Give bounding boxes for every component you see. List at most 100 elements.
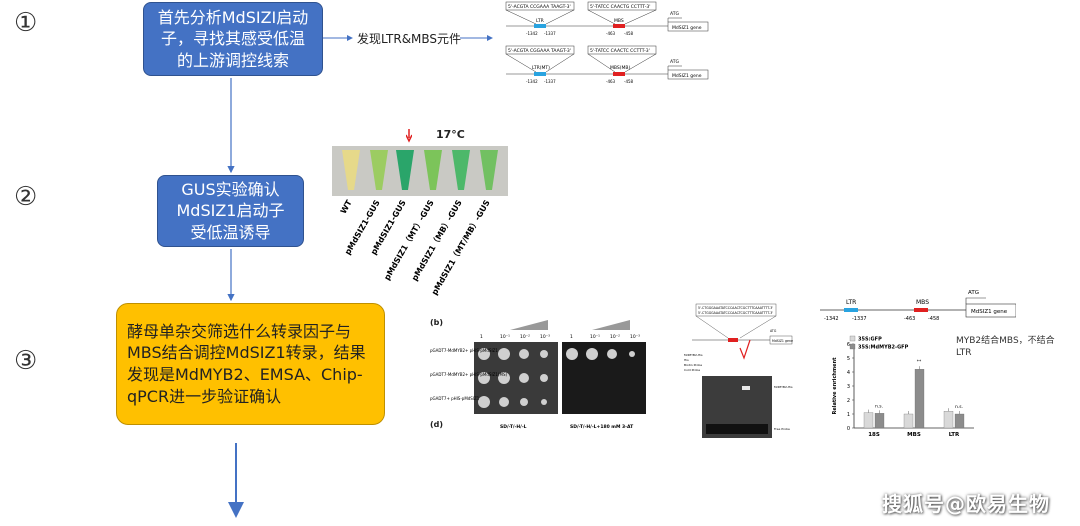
emsa-free-probe: Free Probe — [774, 427, 790, 431]
dil-2a: 10⁻¹ — [500, 334, 510, 340]
arrow-label: 发现LTR&MBS元件 — [357, 32, 462, 46]
row1-atg: ATG — [670, 11, 679, 17]
step-1-box: 首先分析MdSIZI启动子，寻找其感受低温的上游调控线索 — [143, 2, 323, 76]
row2-pos2: -1337 — [544, 79, 556, 84]
dil-2b: 10⁻¹ — [590, 334, 600, 340]
emsa-seq2: 5'-CTGGGAAATATCCCAACTCGCTTTCAAATTTT-3' — [698, 311, 773, 315]
yeast-figure: 1 10⁻¹ 10⁻² 10⁻³ 1 10⁻¹ 10⁻² 10⁻³ pGADT7… — [430, 320, 646, 430]
y-tick-label: 1 — [847, 412, 850, 418]
row1-mbs-label: MBS — [614, 18, 624, 24]
x-tick-label: LTR — [949, 432, 960, 438]
row2-seq-left: 5'-ACGTA CGGAAA TAAGT-3' — [508, 48, 571, 54]
step-number-1: ① — [14, 8, 38, 38]
step-number-2: ② — [14, 182, 38, 212]
dil-4b: 10⁻³ — [630, 334, 640, 340]
emsa-gene: MdSIZ1 gene — [772, 339, 793, 343]
chip-pos3: -463 — [904, 316, 915, 322]
bar-LTR-0 — [943, 411, 954, 429]
row1-pos2: -1337 — [544, 31, 556, 36]
chip-promoter: LTR MBS -1342 -1337 -463 -458 MdSIZ1 gen… — [820, 290, 1016, 322]
emsa-figure: 5'-CTGGGAAATATCCCAACTCGCTTTCAAATTTT-3' 5… — [684, 303, 793, 438]
row1-mbs-mark — [613, 24, 625, 28]
chip-pos2: -1337 — [852, 316, 867, 322]
step-3-box: 酵母单杂交筛选什么转录因子与MBS结合调控MdSIZ1转录，结果发现是MdMYB… — [116, 303, 385, 425]
gus-labels: WT pMdSIZ1-GUS pMdSIZ1-GUS pMdSIZ1（MT）-G… — [339, 198, 492, 296]
row2-pos3: -463 — [606, 79, 616, 84]
chip-ltr-label: LTR — [846, 299, 856, 306]
yeast-media-right: SD/-T/-H/-L+180 mM 3-AT — [570, 424, 634, 430]
tube-5 — [452, 150, 470, 190]
emsa-atg: ATG — [770, 329, 777, 333]
gus-label-6: pMdSIZ1（MT/MB）-GUS — [429, 198, 492, 296]
y-tick-label: 5 — [847, 356, 850, 362]
yeast-media-left: SD/-T/-H/-L — [500, 424, 527, 430]
dil-3a: 10⁻² — [520, 334, 530, 340]
row1-ltr-label: LTR — [536, 18, 544, 24]
step-1-text: 首先分析MdSIZI启动子，寻找其感受低温的上游调控线索 — [157, 7, 309, 70]
promoter-diagram: 5'-ACGTA CCGAAA TAAGT-3' 5'-TATCC CAACTG… — [505, 1, 709, 84]
row2-seq-right: 5'-TATCC CAACTC CCTTT-3' — [590, 48, 650, 54]
significance-label: ** — [917, 359, 922, 365]
row1-seq-right: 5'-TATCC CAACTG CCTTT-3' — [590, 4, 650, 10]
row1-pos4: -458 — [624, 31, 634, 36]
watermark: 搜狐号@欧易生物 — [882, 492, 1050, 516]
gus-temperature: 17°C — [436, 128, 465, 141]
emsa-lane-3: Biotin Probe — [684, 363, 702, 367]
chip-pos1: -1342 — [824, 316, 839, 322]
y-tick-label: 4 — [847, 370, 850, 376]
row2-ltr-label: LTR(MT) — [532, 65, 550, 71]
step-2-text: GUS实验确认MdSIZ1启动子受低温诱导 — [176, 179, 285, 242]
row1-seq-left: 5'-ACGTA CCGAAA TAAGT-3' — [508, 4, 571, 10]
bar-MBS-0 — [903, 413, 914, 429]
gus-red-arrow — [405, 128, 413, 143]
step-2-box: GUS实验确认MdSIZ1启动子受低温诱导 — [157, 175, 304, 247]
chip-pos4: -458 — [928, 316, 939, 322]
chip-gene: MdSIZ1 gene — [971, 309, 1008, 315]
tube-2 — [370, 150, 388, 190]
step-3-text: 酵母单杂交筛选什么转录因子与MBS结合调控MdSIZ1转录，结果发现是MdMYB… — [127, 321, 366, 406]
row2-gene: MdSIZ1 gene — [672, 73, 702, 79]
row2-mbs-label: MBS(MB) — [610, 65, 630, 71]
dil-3b: 10⁻² — [610, 334, 620, 340]
dil-1a: 1 — [480, 334, 483, 340]
significance-label: n.s. — [955, 405, 963, 410]
bar-LTR-1 — [954, 413, 965, 429]
legend-label-1: 35S:MdMYB2-GFP — [858, 345, 909, 351]
dil-1b: 1 — [570, 334, 573, 340]
x-tick-label: MBS — [907, 432, 921, 438]
bar-18S-0 — [863, 412, 874, 429]
row2-atg: ATG — [670, 59, 679, 65]
legend-swatch-1 — [849, 343, 856, 350]
emsa-band-label: MdMYB2-His — [774, 385, 793, 389]
y-tick-label: 0 — [847, 426, 850, 432]
emsa-lane-2: His — [684, 358, 689, 362]
row2-pos4: -458 — [624, 79, 634, 84]
gus-label-wt: WT — [339, 198, 354, 215]
yeast-row-1: pGADT7-MdMYB2+ pHIS-pMdSIZ1 — [430, 348, 498, 353]
yeast-row-3: pGADT7+ pHIS-pMdSIZ1 — [430, 396, 480, 401]
tube-4 — [424, 150, 442, 190]
y-tick-label: 2 — [847, 398, 850, 404]
row1-ltr-mark — [534, 24, 546, 28]
step-number-3: ③ — [14, 346, 38, 376]
row1-pos1: -1342 — [526, 31, 538, 36]
tube-wt — [342, 150, 360, 190]
x-tick-label: 18S — [868, 432, 880, 438]
chip-mbs-label: MBS — [916, 299, 929, 306]
row2-ltr-mark — [534, 72, 546, 76]
tube-3 — [396, 150, 414, 190]
row2-pos1: -1342 — [526, 79, 538, 84]
row2-mbs-mark — [613, 72, 625, 76]
legend-swatch-0 — [849, 335, 856, 342]
chip-note: MYB2结合MBS，不结合LTR — [956, 336, 1055, 358]
row1-pos3: -463 — [606, 31, 616, 36]
gus-label-5: pMdSIZ1（MB）-GUS — [409, 198, 464, 283]
row1-gene: MdSIZ1 gene — [672, 25, 702, 31]
chart-ylabel: Relative enrichment — [832, 357, 838, 415]
dil-4a: 10⁻³ — [540, 334, 550, 340]
bar-MBS-1 — [914, 369, 925, 429]
yeast-panel-b: (b) — [430, 318, 444, 327]
gus-photo — [332, 146, 508, 196]
